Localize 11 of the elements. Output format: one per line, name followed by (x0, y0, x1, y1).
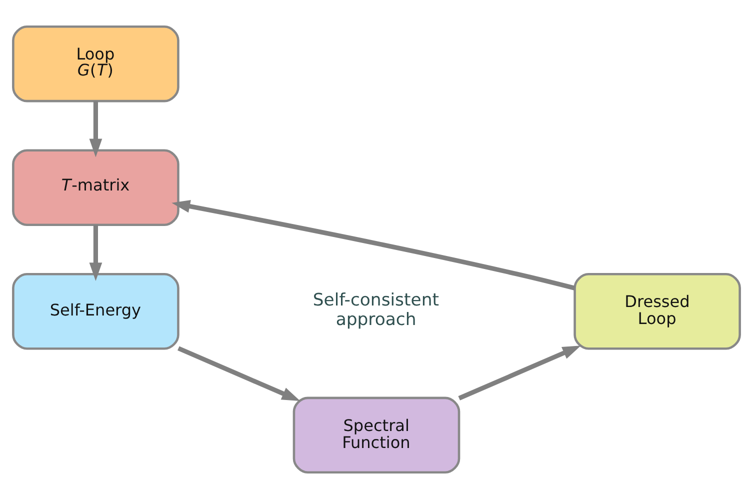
node-box: Self-Energy (12, 273, 180, 350)
arrow (172, 200, 576, 290)
label: Self-consistent approach (312, 290, 439, 330)
node-box: T-matrix (12, 149, 180, 226)
arrow (89, 101, 102, 158)
node-box: Loop G(T) (12, 25, 180, 102)
arrow (178, 346, 300, 402)
arrow (458, 346, 581, 400)
node-box: Spectral Function (292, 396, 460, 474)
node-box: Dressed Loop (574, 273, 741, 350)
arrow (89, 224, 102, 281)
